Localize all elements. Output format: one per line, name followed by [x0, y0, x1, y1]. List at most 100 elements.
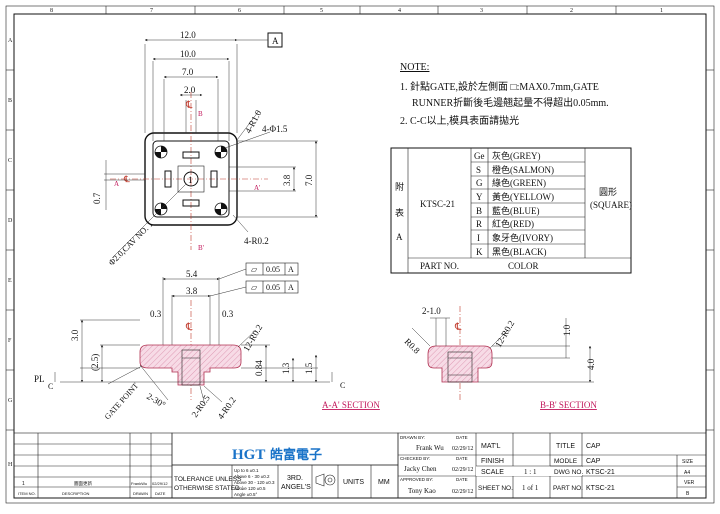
finish-label-visible: FINISH: [481, 458, 504, 465]
dim-right-7: 7.0: [304, 174, 314, 186]
column-label: 1: [660, 8, 663, 14]
table-row-color: 綠色(GREEN): [492, 177, 546, 188]
dim-10: 10.0: [180, 49, 196, 59]
cavity-number: 1: [188, 175, 193, 185]
dim-25: (2.5): [90, 354, 100, 371]
dim-13: 1.3: [281, 362, 291, 374]
date-col-label: DATE: [155, 491, 166, 496]
approved-date: 02/29/12: [452, 489, 473, 495]
dim-bb-1: 1.0: [562, 324, 572, 336]
tolerance-row: Above 120 ±0.5: [234, 486, 266, 491]
flatness-symbol-icon: ⏥: [251, 265, 258, 274]
table-row-color: 紅色(RED): [492, 218, 534, 229]
flatness-symbol-icon: ⏥: [251, 283, 258, 292]
note-line-2: RUNNER折斷後毛邊翹起量不得超出0.05mm.: [412, 96, 609, 109]
size-value: A4: [684, 470, 690, 476]
dwg-no-value: KTSC-21: [586, 469, 615, 476]
table-row-code: Y: [476, 192, 483, 202]
part-no-value: KTSC-21: [586, 485, 615, 492]
center-mark: ℄: [454, 322, 462, 333]
projection-line-2: ANGEL'S: [281, 484, 311, 491]
c-right-label: C: [340, 381, 345, 390]
model-label-visible: MODLE: [554, 458, 578, 465]
rev-item: 1: [22, 481, 25, 487]
column-label: 2: [570, 8, 573, 14]
tolerance-row: Above 30 - 120 ±0.3: [234, 480, 275, 485]
dim-084: 0.84: [254, 360, 264, 376]
part-no-label: PART NO.: [553, 485, 583, 492]
pl-label: PL: [34, 374, 45, 384]
description-label: DESCRIPTION: [62, 491, 89, 496]
section-bb: ℄ 2-1.0 R0.8 12-R0.2 1.0 4.0 B-B' SECTIO…: [403, 306, 597, 410]
dim-7: 7.0: [182, 67, 194, 77]
scale-label-visible: SCALE: [481, 469, 504, 476]
corner-marker-icon: [154, 145, 168, 159]
table-row-code: R: [476, 219, 482, 229]
dim-03-left: 0.3: [150, 309, 162, 319]
row-label: D: [8, 218, 13, 224]
sheet-no-label: SHEET NO.: [478, 485, 513, 492]
units-label: UNITS: [343, 479, 364, 486]
table-row-color: 黃色(YELLOW): [492, 191, 554, 202]
title-label: TITLE: [556, 443, 575, 450]
gate-point-label: GATE POINT: [103, 381, 141, 421]
flatness-value: 0.05: [266, 265, 280, 274]
logo-cn: 皓富電子: [270, 447, 322, 462]
note-line-1: 1. 針點GATE,設於左側面 □:MAX0.7mm,GATE: [400, 80, 599, 93]
cav-note: Φ2.0,CAV NO. 1: [106, 219, 154, 267]
dim-2: 2.0: [184, 85, 196, 95]
table-side-label: A: [396, 232, 403, 242]
drawn-label: DRAWN: [133, 491, 148, 496]
column-label: 4: [398, 8, 401, 14]
table-row-code: B: [476, 206, 482, 216]
scale-value: 1 : 1: [524, 468, 537, 476]
date-label: DATE: [456, 435, 468, 440]
table-row-color: 灰色(GREY): [492, 150, 541, 161]
approved-by: Tony Kao: [408, 487, 436, 495]
table-row-color: 黑色(BLACK): [492, 246, 547, 257]
section-aa-body: [139, 344, 242, 386]
dim-2-10: 2-1.0: [422, 306, 441, 316]
sheet-value: 1 of 1: [522, 484, 539, 492]
table-shape: 圓形: [599, 186, 617, 197]
drawn-date: 02/29/12: [452, 446, 473, 452]
table-side-label: 表: [395, 207, 404, 218]
datum-a: A: [272, 36, 279, 46]
section-aa: ⏥ 0.05 A ⏥ 0.05 A 5.4 3.8 0.3 0.3 ℄ PL C…: [34, 262, 380, 421]
column-label: 3: [480, 8, 483, 14]
row-label: F: [8, 338, 12, 344]
flatness-value: 0.05: [266, 283, 280, 292]
angle-note: 2-30°: [145, 391, 168, 410]
table-row-code: G: [476, 178, 483, 188]
r02-note: 4-R0.2: [244, 236, 269, 246]
dim-right-38: 3.8: [282, 174, 292, 186]
size-label: SIZE: [682, 459, 694, 465]
center-mark: ℄: [185, 100, 193, 111]
r02-12-note: 12-R0.2: [241, 323, 264, 353]
ver-label: VER: [684, 480, 695, 486]
mm-label: MM: [378, 479, 390, 486]
c-left-label: C: [48, 382, 53, 391]
date-label: DATE: [456, 477, 468, 482]
column-label: 5: [320, 8, 323, 14]
section-b-label: B: [198, 110, 203, 118]
notes-block: NOTE: 1. 針點GATE,設於左側面 □:MAX0.7mm,GATE RU…: [400, 62, 609, 127]
dim-12: 12.0: [180, 30, 196, 40]
top-view: 1 12.0 A 10.0 7.0 2.0 ℄ B B' A A' ℄ 7.0 …: [92, 30, 318, 267]
r10-note: 4-R1.0: [243, 108, 264, 135]
rev-date: 02/29/12: [152, 481, 168, 486]
checked-date: 02/29/12: [452, 467, 473, 473]
tolerance-row: Angle ±0.5°: [234, 492, 257, 497]
dim-bb-4: 4.0: [586, 358, 596, 370]
center-mark-left: ℄: [123, 174, 130, 184]
row-label: H: [8, 462, 13, 468]
item-no-label: ITEM NO.: [18, 491, 36, 496]
corner-marker-icon: [214, 202, 228, 216]
phi15-note: 4-Φ1.5: [262, 124, 288, 134]
rev-by: FrankWu: [131, 481, 147, 486]
section-a-label: A: [114, 180, 119, 188]
dim-38: 3.8: [186, 286, 198, 296]
table-row-code: I: [477, 233, 480, 243]
tolerance-row: Above 6 - 30 ±0.2: [234, 474, 270, 479]
